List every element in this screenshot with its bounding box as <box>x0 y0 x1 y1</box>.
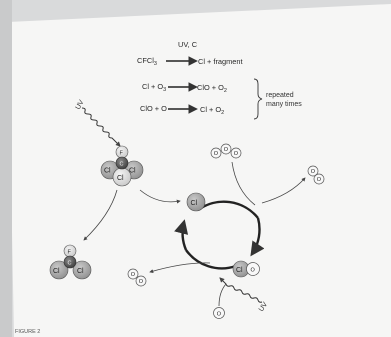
arrow-o2-out-top <box>261 177 306 204</box>
clo-o-label: O <box>251 268 256 274</box>
o2-right-o1-label: O <box>311 169 316 175</box>
catalytic-cycle <box>174 200 265 270</box>
o2-right-o2-label: O <box>317 177 322 183</box>
bracket-label-line2: many times <box>266 101 302 108</box>
uv-label-bottom: UV <box>258 301 270 313</box>
arrow-o-into-cycle <box>218 283 227 307</box>
bracket-label-line1: repeated <box>266 92 294 99</box>
o2-right-o2 <box>313 173 325 185</box>
cfcl2-fragment: F C Cl Cl <box>49 244 92 280</box>
cfcl3-molecule: F C Cl Cl Cl <box>100 145 144 187</box>
clo-cl-label: Cl <box>236 267 243 274</box>
reaction-1-reactant: CFCl3 <box>137 56 157 67</box>
reaction-1-product: Cl + fragment <box>198 57 243 66</box>
reaction-1: CFCl3 UV, C Cl + fragment <box>137 40 243 67</box>
single-o-atom <box>213 307 225 319</box>
ozone-molecule-top: O O O <box>210 143 242 159</box>
figure-caption-fragment: FIGURE 2 <box>15 329 40 335</box>
fragment-cl-left-label: Cl <box>53 268 60 275</box>
uv-wavy-arrow-top <box>81 107 121 147</box>
cl-left-label: Cl <box>104 168 111 175</box>
ozone-top-o2 <box>220 143 232 155</box>
reaction-1-condition: UV, C <box>178 40 198 49</box>
page-binding-shadow <box>0 0 12 337</box>
cycle-arc-bottom <box>185 249 237 270</box>
oxygen-molecule-right: O O <box>307 165 325 185</box>
fragment-c-label: C <box>68 261 72 267</box>
ozone-top-o3-label: O <box>234 151 239 157</box>
oxygen-molecule-bottom: O O <box>127 268 147 287</box>
cycle-arc-left <box>174 219 189 251</box>
uv-wavy-arrow-bottom <box>219 277 263 303</box>
clo-molecule: Cl O <box>232 260 260 278</box>
cycle-arc-right <box>250 217 265 257</box>
o2-bottom-o1 <box>127 268 139 280</box>
c-atom <box>115 156 129 170</box>
ozone-top-o1-label: O <box>214 151 219 157</box>
f-atom-label: F <box>120 151 124 157</box>
fragment-cl-right-label: Cl <box>77 268 84 275</box>
ozone-top-o3 <box>230 147 242 159</box>
reaction-3: ClO + O Cl + O2 <box>140 104 224 116</box>
single-o-label: O <box>217 312 222 318</box>
repeated-bracket <box>253 78 263 120</box>
fragment-f-label: F <box>68 250 72 256</box>
reaction-2: Cl + O3 ClO + O2 <box>142 82 227 94</box>
cycle-arc-top <box>197 200 259 219</box>
clo-o-atom <box>246 262 260 276</box>
reaction-3-reactant: ClO + O <box>140 104 167 113</box>
c-atom-label: C <box>120 162 124 168</box>
o2-bottom-o1-label: O <box>131 272 136 278</box>
reaction-2-product: ClO + O2 <box>197 83 227 94</box>
o2-bottom-o2-label: O <box>139 279 144 285</box>
arrow-o2-out-bottom <box>149 262 211 274</box>
arrow-cfcl3-to-fragment <box>83 189 118 241</box>
cycle-cl-atom <box>186 192 206 212</box>
fragment-c-atom <box>63 255 77 269</box>
page-paper <box>8 4 391 337</box>
cl-front-label: Cl <box>117 175 124 182</box>
fragment-cl-left <box>49 260 69 280</box>
cycle-cl-label: Cl <box>191 200 198 207</box>
arrow-ozone-into-cycle <box>231 161 256 206</box>
uv-label-top: UV <box>75 99 86 111</box>
ozone-top-o2-label: O <box>224 147 229 153</box>
reaction-3-product: Cl + O2 <box>200 105 224 116</box>
ozone-top-o1 <box>210 147 222 159</box>
o2-right-o1 <box>307 165 319 177</box>
cl-right-label: Cl <box>129 168 136 175</box>
o2-bottom-o2 <box>135 275 147 287</box>
fragment-cl-right <box>72 260 92 280</box>
reaction-2-reactant: Cl + O3 <box>142 82 166 93</box>
arrow-cfcl3-to-cl <box>139 189 181 204</box>
